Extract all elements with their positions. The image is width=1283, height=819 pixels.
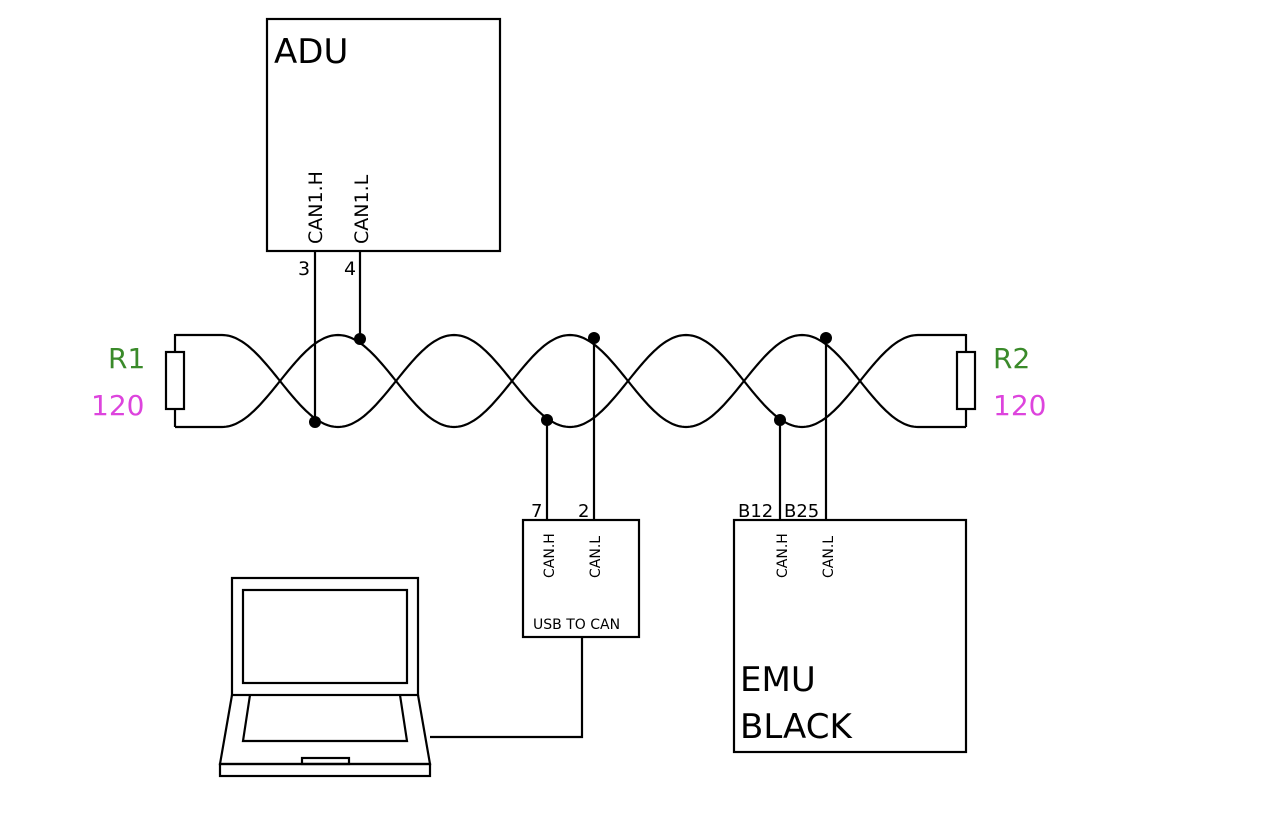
usb-can-h-label: CAN.H — [542, 533, 558, 578]
resistor-r2: R2 120 — [955, 334, 1046, 427]
resistor-r1-value: 120 — [91, 389, 144, 422]
emu-pin-b12: B12 — [738, 501, 773, 522]
adu-pin-3: 3 — [298, 258, 310, 280]
usb-pin-2: 2 — [578, 501, 589, 522]
laptop-icon — [218, 576, 432, 778]
adu-can-l-label: CAN1.L — [351, 174, 373, 244]
emu-black-module: B12 B25 CAN.H CAN.L EMU BLACK — [732, 338, 968, 754]
adu-title: ADU — [274, 32, 348, 72]
resistor-r1-body — [164, 350, 186, 411]
adu-can-h-label: CAN1.H — [305, 171, 327, 244]
emu-title-line2: BLACK — [740, 707, 853, 747]
usb-can-l-label: CAN.L — [588, 536, 604, 578]
can-wire-a — [175, 333, 966, 429]
usb-cable — [430, 637, 584, 739]
usb-to-can-module: 7 2 CAN.H CAN.L USB TO CAN — [521, 338, 641, 639]
emu-title-line1: EMU — [740, 660, 816, 700]
emu-can-l-label: CAN.L — [821, 536, 837, 578]
adu-box — [265, 17, 502, 253]
usb-pin-7: 7 — [531, 501, 542, 522]
resistor-r2-value: 120 — [993, 389, 1046, 422]
resistor-r1-name: R1 — [108, 342, 145, 375]
resistor-r2-body — [955, 350, 977, 411]
adu-pin-4: 4 — [344, 258, 356, 280]
junction-dot-adu-l — [354, 333, 366, 345]
emu-pin-b25: B25 — [784, 501, 819, 522]
resistor-r1: R1 120 — [91, 334, 186, 427]
can-wire-b — [175, 333, 966, 429]
junction-dot-adu-h — [309, 416, 321, 428]
emu-box — [732, 518, 968, 754]
emu-can-h-label: CAN.H — [775, 533, 791, 578]
usb-to-can-title: USB TO CAN — [533, 617, 620, 633]
resistor-r2-name: R2 — [993, 342, 1030, 375]
adu-module: ADU CAN1.H CAN1.L 3 4 — [265, 17, 502, 422]
